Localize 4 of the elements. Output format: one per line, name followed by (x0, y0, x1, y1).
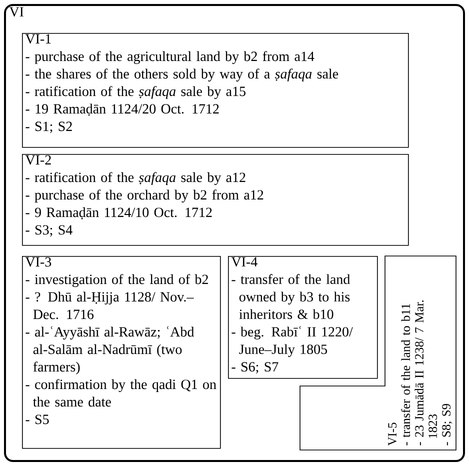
record-box: VI-1 - purchase of the agricultural land by b2 from a14 - the shares of the others sold by way of a ṣafaqa sale - ratification of the ṣafaqa sale by a15 - 19 Ramaḍān 1124/20 Oct. 1712 - S1; S2 (22, 33, 409, 148)
record-box: VI-2 - ratification of the ṣafaqa sale by a12 - purchase of the orchard by b2 from a12 - 9 Ramaḍān 1124/10 Oct. 1712 - S3; S4 (22, 154, 409, 246)
record-box: VI-4 - transfer of the land owned by b3 to his inheritors & b10 - beg. Rabīʿ II 1220/ June–July 1805 - S6; S7 (228, 256, 378, 379)
record-box: VI-3 - investigation of the land of b2 - ? Dhū al-Ḥijja 1128/ Nov.–Dec. 1716 - al-ʿAyyāshī al-Rawāz; ʿAbd al-Salām al-Nadrūmī (two farmers) - confirmation by the qadi Q1 on the same date - S5 (22, 256, 221, 449)
